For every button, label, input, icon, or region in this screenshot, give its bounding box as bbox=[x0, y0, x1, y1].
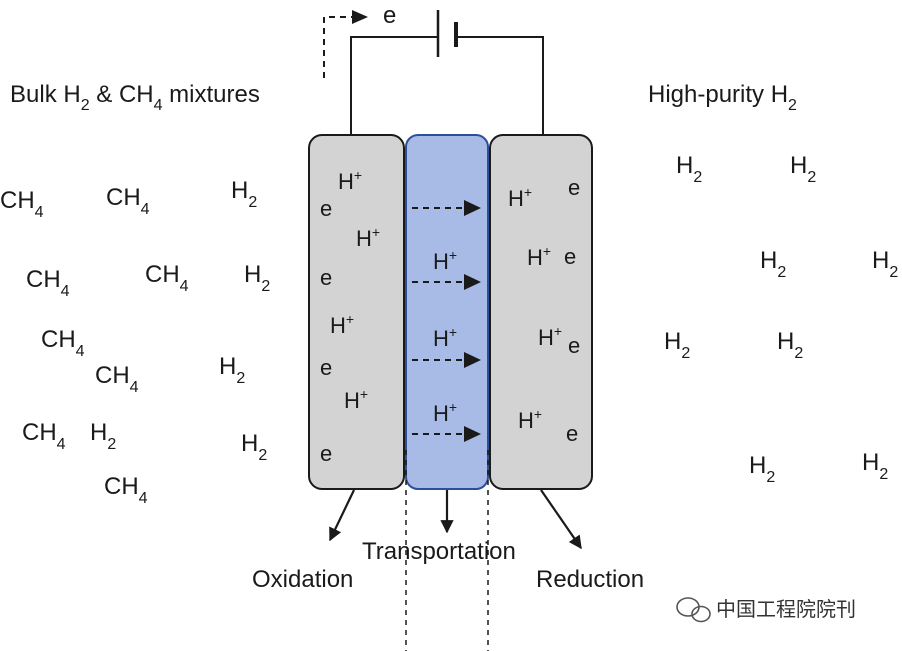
electron: e bbox=[568, 175, 580, 200]
ch4-molecule: CH4 bbox=[0, 187, 44, 221]
oxidation-label: Oxidation bbox=[252, 566, 353, 593]
proton: H+ bbox=[356, 224, 380, 251]
h2-molecule: H2 bbox=[219, 353, 245, 387]
watermark-text: 中国工程院院刊 bbox=[716, 598, 856, 621]
electron: e bbox=[320, 355, 332, 380]
membrane-transport-arrows bbox=[412, 207, 468, 435]
proton: H+ bbox=[433, 324, 457, 351]
h2-molecule: H2 bbox=[790, 152, 816, 186]
ch4-molecule: CH4 bbox=[145, 261, 189, 295]
cathode-electrode bbox=[489, 134, 593, 490]
h2-molecule: H2 bbox=[90, 419, 116, 453]
membrane-boundary-lines bbox=[405, 450, 489, 651]
ch4-molecule: CH4 bbox=[41, 326, 85, 360]
anode-electrode bbox=[308, 134, 405, 490]
h2-molecule: H2 bbox=[749, 452, 775, 486]
wechat-icon bbox=[676, 597, 711, 623]
h2-molecule: H2 bbox=[241, 430, 267, 464]
proton: H+ bbox=[538, 323, 562, 350]
circuit-electron-label: e bbox=[383, 2, 396, 29]
ch4-molecule: CH4 bbox=[95, 362, 139, 396]
h2-molecule: H2 bbox=[760, 247, 786, 281]
h2-molecule: H2 bbox=[872, 247, 898, 281]
process-arrows bbox=[329, 489, 582, 550]
proton: H+ bbox=[330, 311, 354, 338]
electron: e bbox=[564, 244, 576, 269]
proton-membrane bbox=[405, 134, 489, 490]
h2-molecule: H2 bbox=[664, 328, 690, 362]
proton: H+ bbox=[527, 243, 551, 270]
high-purity-label: High-purity H2 bbox=[648, 81, 797, 114]
h2-molecule: H2 bbox=[231, 177, 257, 211]
membrane-arrowheads bbox=[464, 200, 481, 442]
electron: e bbox=[566, 421, 578, 446]
electron: e bbox=[320, 265, 332, 290]
electron: e bbox=[320, 441, 332, 466]
electron: e bbox=[320, 196, 332, 221]
h2-molecule: H2 bbox=[862, 449, 888, 483]
h2-molecule: H2 bbox=[777, 328, 803, 362]
proton: H+ bbox=[508, 184, 532, 211]
external-circuit bbox=[350, 10, 544, 135]
proton: H+ bbox=[433, 399, 457, 426]
ch4-molecule: CH4 bbox=[22, 419, 66, 453]
ch4-molecule: CH4 bbox=[106, 184, 150, 218]
proton: H+ bbox=[433, 247, 457, 274]
h2-molecule: H2 bbox=[676, 152, 702, 186]
electron: e bbox=[568, 333, 580, 358]
proton: H+ bbox=[344, 386, 368, 413]
ch4-molecule: CH4 bbox=[26, 266, 70, 300]
reduction-label: Reduction bbox=[536, 566, 644, 593]
transportation-label: Transportation bbox=[362, 538, 516, 565]
bulk-mixture-label: Bulk H2 & CH4 mixtures bbox=[10, 81, 260, 114]
electron-flow-arrow bbox=[323, 10, 368, 78]
proton: H+ bbox=[338, 167, 362, 194]
ch4-molecule: CH4 bbox=[104, 473, 148, 507]
h2-molecule: H2 bbox=[244, 261, 270, 295]
proton: H+ bbox=[518, 406, 542, 433]
